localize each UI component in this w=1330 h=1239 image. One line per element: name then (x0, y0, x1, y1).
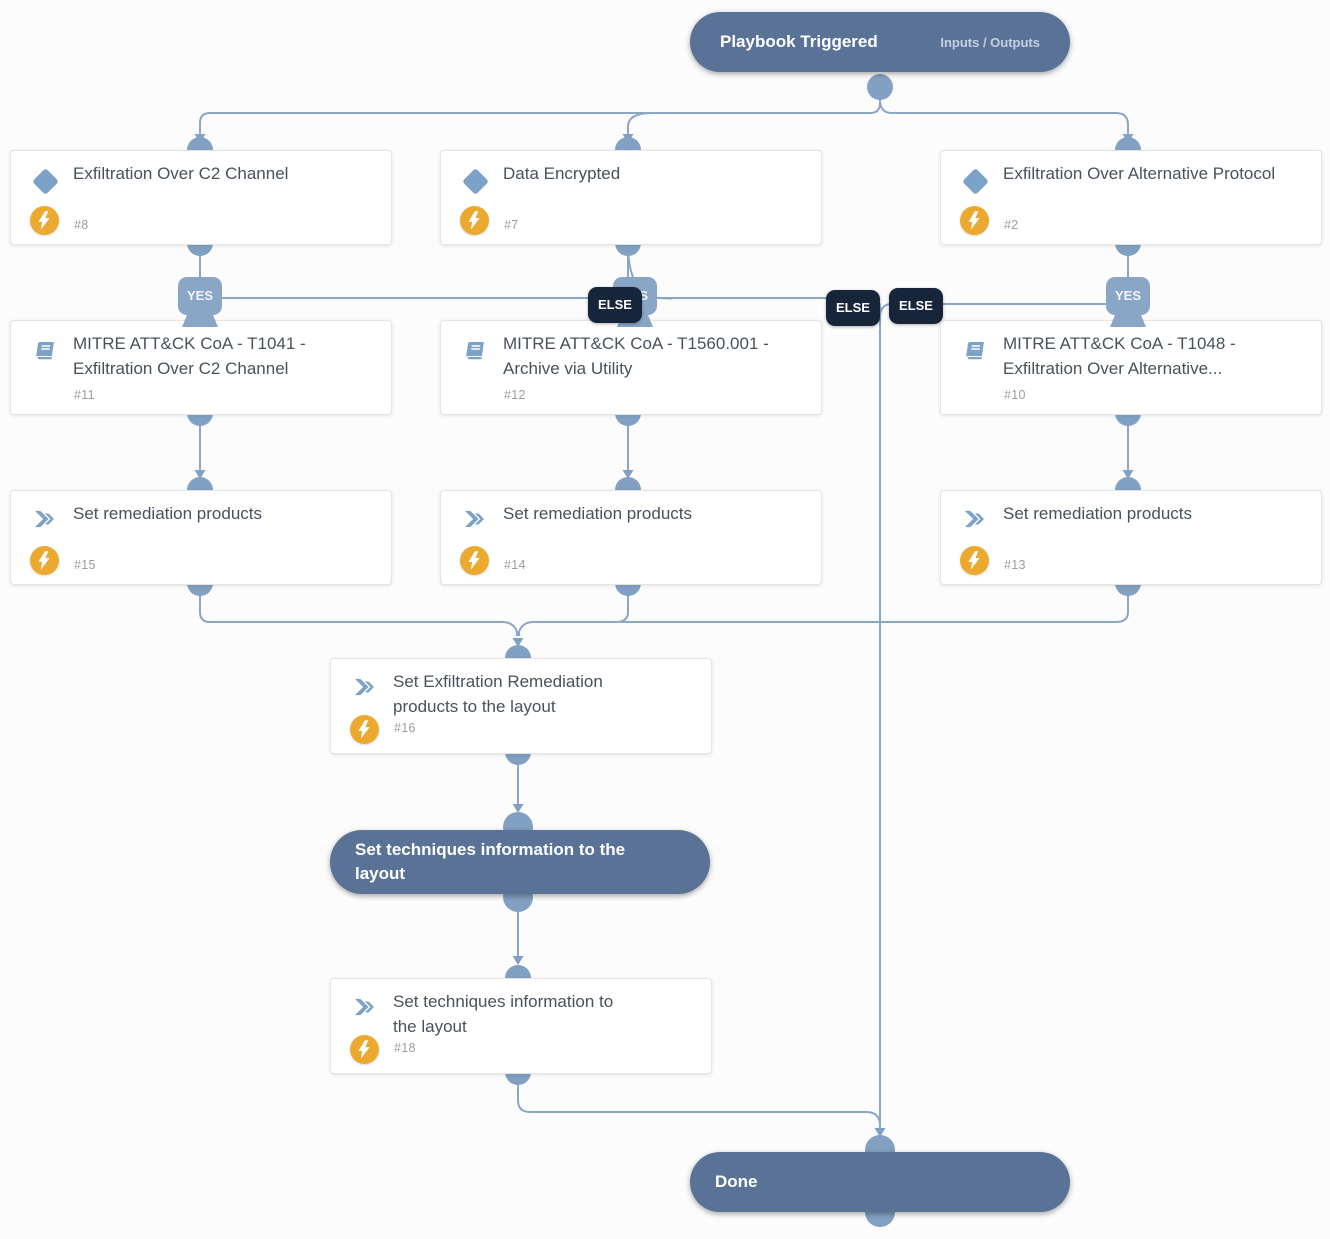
task-number: #7 (504, 218, 519, 232)
section-header-label: Set techniques information to the layout (355, 840, 626, 883)
subplaybook-book-icon (33, 339, 59, 365)
edge-start-cond1 (199, 74, 881, 136)
task-chevron-icon (963, 509, 989, 535)
arrow (622, 470, 634, 479)
task-node-remediation-3[interactable]: Set remediation products #13 (940, 490, 1322, 585)
task-number: #11 (74, 388, 95, 402)
automation-badge (460, 546, 489, 575)
port (867, 74, 893, 100)
inputs-outputs-link[interactable]: Inputs / Outputs (940, 34, 1040, 50)
automation-badge (350, 1035, 379, 1064)
yes-tag-pedestal (1110, 313, 1146, 327)
condition-node-c2-channel[interactable]: Exfiltration Over C2 Channel #8 (10, 150, 392, 245)
task-number: #14 (504, 558, 526, 572)
condition-node-data-encrypted[interactable]: Data Encrypted #7 (440, 150, 822, 245)
arrow (512, 638, 524, 647)
condition-diamond-icon (462, 168, 489, 195)
node-title: MITRE ATT&CK CoA - T1048 - Exfiltration … (1003, 334, 1236, 378)
task-chevron-icon (33, 509, 59, 535)
task-chevron-icon (463, 509, 489, 535)
task-number: #16 (394, 721, 416, 735)
lightning-icon (358, 1040, 370, 1059)
task-node-remediation-1[interactable]: Set remediation products #15 (10, 490, 392, 585)
section-header-node[interactable]: Set techniques information to the layout (330, 830, 710, 894)
end-node-done[interactable]: Done (690, 1152, 1070, 1212)
task-node-exfil-layout[interactable]: Set Exfiltration Remediation products to… (330, 658, 712, 754)
automation-badge (960, 546, 989, 575)
task-number: #15 (74, 558, 96, 572)
lightning-icon (468, 211, 480, 230)
arrow (874, 1128, 886, 1137)
task-node-remediation-2[interactable]: Set remediation products #14 (440, 490, 822, 585)
task-node-techniques-layout[interactable]: Set techniques information to the layout… (330, 978, 712, 1074)
branch-tag-else-2[interactable]: ELSE (588, 287, 642, 323)
arrow (194, 470, 206, 479)
lightning-icon (38, 551, 50, 570)
lightning-icon (968, 551, 980, 570)
condition-node-alt-protocol[interactable]: Exfiltration Over Alternative Protocol #… (940, 150, 1322, 245)
task-number: #10 (1004, 388, 1026, 402)
edge-rem2-merge (518, 590, 629, 636)
subplaybook-node-t1041[interactable]: MITRE ATT&CK CoA - T1041 - Exfiltration … (10, 320, 392, 415)
task-chevron-icon (353, 677, 379, 703)
node-title: Exfiltration Over Alternative Protocol (1003, 164, 1276, 183)
lightning-icon (968, 211, 980, 230)
automation-badge (350, 715, 379, 744)
node-title: MITRE ATT&CK CoA - T1560.001 - Archive v… (503, 334, 769, 378)
subplaybook-node-t1048[interactable]: MITRE ATT&CK CoA - T1048 - Exfiltration … (940, 320, 1322, 415)
edge-start-cond3 (879, 99, 1129, 136)
branch-tag-else-3[interactable]: ELSE (889, 288, 943, 324)
arrow (512, 956, 524, 965)
node-title: Data Encrypted (503, 164, 621, 183)
node-title: Set remediation products (503, 504, 692, 523)
task-number: #2 (1004, 218, 1019, 232)
lightning-icon (38, 211, 50, 230)
task-number: #12 (504, 388, 526, 402)
node-title: MITRE ATT&CK CoA - T1041 - Exfiltration … (73, 334, 306, 378)
automation-badge (460, 206, 489, 235)
start-node-label: Playbook Triggered (720, 32, 878, 51)
lightning-icon (358, 720, 370, 739)
node-title: Exfiltration Over C2 Channel (73, 164, 289, 183)
node-title: Set techniques information to the layout (393, 992, 614, 1036)
task-number: #18 (394, 1041, 416, 1055)
condition-diamond-icon (32, 168, 59, 195)
yes-tag-pedestal (182, 313, 218, 327)
condition-diamond-icon (962, 168, 989, 195)
task-chevron-icon (353, 997, 379, 1023)
lightning-icon (468, 551, 480, 570)
task-number: #8 (74, 218, 89, 232)
task-number: #13 (1004, 558, 1026, 572)
arrow (1122, 470, 1134, 479)
edge-rem1-merge (199, 590, 518, 636)
edge-18-done (517, 1078, 881, 1130)
subplaybook-book-icon (463, 339, 489, 365)
node-title: Set remediation products (73, 504, 262, 523)
node-title: Set remediation products (1003, 504, 1192, 523)
automation-badge (30, 206, 59, 235)
start-node[interactable]: Playbook Triggered Inputs / Outputs (690, 12, 1070, 72)
subplaybook-node-t1560[interactable]: MITRE ATT&CK CoA - T1560.001 - Archive v… (440, 320, 822, 415)
branch-tag-yes-3[interactable]: YES (1106, 277, 1150, 315)
edge-rem3-merge (620, 590, 1129, 623)
automation-badge (960, 206, 989, 235)
branch-tag-else-1[interactable]: ELSE (826, 290, 880, 326)
end-node-label: Done (715, 1172, 758, 1191)
branch-tag-yes-1[interactable]: YES (178, 277, 222, 315)
node-title: Set Exfiltration Remediation products to… (393, 672, 603, 716)
edge-start-cond2 (627, 112, 653, 136)
automation-badge (30, 546, 59, 575)
subplaybook-book-icon (963, 339, 989, 365)
arrow (512, 804, 524, 813)
